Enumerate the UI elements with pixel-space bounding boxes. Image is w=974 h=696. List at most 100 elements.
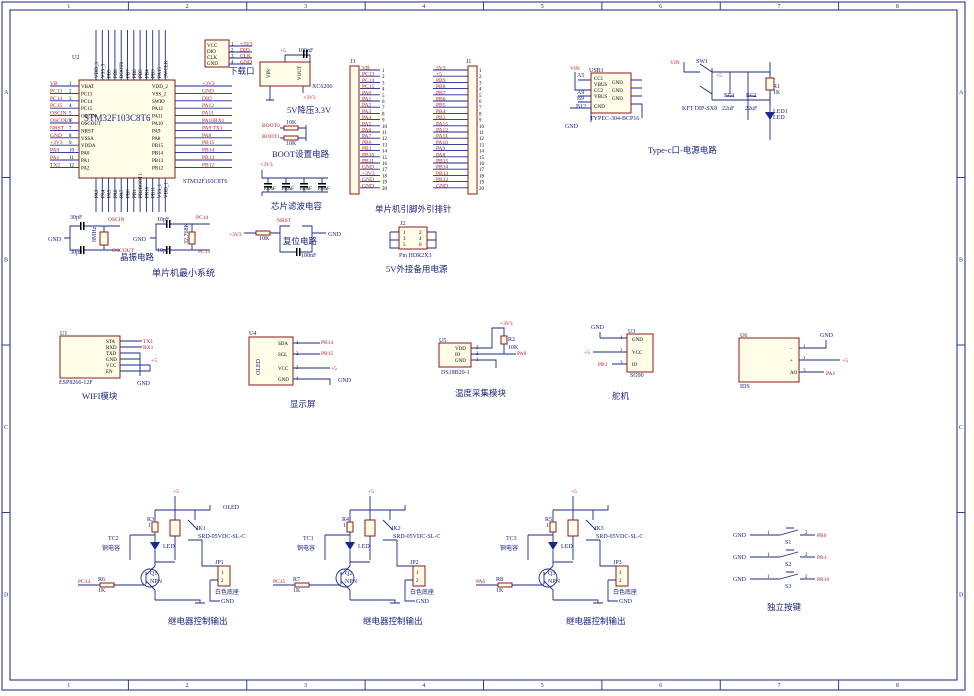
header-net: PC14 (362, 78, 374, 84)
typec-label: GND (565, 124, 579, 130)
relay-transistor (335, 568, 355, 588)
reset-cap: 100nF (301, 253, 317, 259)
relay-led-symbol (345, 542, 355, 550)
header-pin-num: 2 (479, 75, 482, 80)
p5-pin-num: 3 (403, 237, 406, 242)
boot-label-0: BOOT0 (262, 123, 280, 129)
u6-part: IDS (740, 384, 750, 390)
button-pin: 1 (767, 531, 770, 536)
p5-title: 5V外接备用电源 (386, 264, 448, 274)
mcu-pin-bottom: VSS_1 (158, 183, 163, 198)
typec-label: 22uF (722, 106, 735, 112)
header-net: PB3 (436, 115, 446, 121)
relay-tc: TC1 (303, 536, 314, 542)
relay-load: 白色底座 (613, 588, 637, 596)
ruler-col-bottom: 4 (422, 683, 425, 689)
oled-net-gnd: GND (338, 378, 352, 384)
mcu-pin-bottom: PB2BOOT1 (139, 173, 144, 198)
typec-label: B12 (576, 104, 586, 110)
mcu-net-right: PB15 (202, 140, 214, 146)
relay-vcc: +5 (173, 489, 179, 495)
xtal-c3: 10pF (157, 217, 170, 223)
relay-led: LED (358, 544, 370, 550)
header-net: PA8 (436, 152, 446, 158)
oled-pin: SCL (278, 353, 287, 358)
button-gnd: GND (733, 555, 747, 561)
mcu-pin-bottom: PB11 (152, 187, 157, 198)
download-net: CLK (240, 54, 251, 60)
ruler-row-right: A (959, 90, 964, 96)
wifi-body (59, 335, 121, 379)
download-pin: VCC (207, 44, 218, 49)
relay-rled: R4 (342, 517, 349, 523)
oled-title: 显示屏 (290, 399, 316, 409)
header-pin-num: 6 (382, 100, 385, 105)
header-pin-num: 9 (382, 119, 385, 124)
header-pin-num: 11 (479, 131, 484, 136)
filter-net: +3V3 (260, 162, 273, 168)
header-pin-num: 8 (479, 112, 482, 117)
typec-label: B9 (577, 96, 584, 102)
download-pin: GND (207, 62, 218, 67)
wifi-ref: U1 (60, 331, 67, 337)
mcu-net-right: PB14 (202, 148, 214, 154)
relay-gnd: GND (416, 599, 430, 605)
filter-cap-value: 100nF (281, 187, 294, 192)
filter-cap-plate (300, 183, 308, 185)
button-gnd: GND (733, 577, 747, 583)
header-pin-num: 1 (479, 69, 482, 74)
p5-pin-num: 1 (403, 231, 406, 236)
oled-pin: VCC (278, 367, 289, 372)
wifi-net-gnd: GND (137, 381, 151, 387)
mcu-pin-left: PC15 (81, 107, 93, 112)
reset-title: 复位电路 (283, 236, 318, 246)
relay-jk: JK1 (196, 526, 206, 532)
mcu-pin-top: PB4 (145, 69, 150, 78)
temp-body (438, 342, 472, 368)
relay-jk: JK3 (594, 526, 604, 532)
relay-vcc: +5 (571, 489, 577, 495)
wifi-pin: RXD (106, 346, 117, 351)
download-net: GND (240, 60, 252, 66)
p5-pin-num: 6 (419, 243, 422, 248)
ruler-col-top: 7 (777, 4, 780, 10)
header-net: PB13 (436, 171, 448, 177)
header-net: PB11 (362, 159, 374, 165)
servo-pin: VCC (632, 351, 643, 356)
u6-pin-num: 1 (803, 345, 806, 350)
button-ref: S3 (785, 584, 791, 590)
relay-coil (567, 519, 579, 537)
header-net: PA12 (436, 128, 448, 134)
j1-body (467, 65, 478, 195)
mcu-net-left: TX2 (50, 162, 60, 168)
wifi-title: WIFI模块 (82, 391, 118, 401)
temp-title: 温度采集模块 (455, 388, 507, 398)
mcu-pin-top: PB8 (114, 69, 119, 78)
relay-part: SRD-05VDC-SL-C (596, 534, 643, 540)
servo-pin: GND (632, 338, 643, 343)
p5-pin-num: 2 (419, 231, 422, 236)
crystal-title: 晶振电路 (120, 252, 155, 262)
ruler-row-right: B (959, 257, 963, 263)
temp-pin-num: 1 (476, 358, 479, 363)
mcu-net-left: OSCIN (50, 111, 67, 117)
header-pin-num: 15 (382, 156, 388, 161)
typec-pin-right: GND (612, 89, 623, 94)
temp-pin-num: 2 (476, 352, 479, 357)
relay-rled: R5 (545, 517, 552, 523)
boot-block: BOOT0 BOOT1 10K 10K BOOT设置电路 (262, 120, 330, 159)
boot-title: BOOT设置电路 (272, 149, 330, 159)
mcu-pin-top: PB7 (127, 69, 132, 78)
typec-pin-right: GND (612, 97, 623, 102)
header-pin-num: 10 (382, 125, 388, 130)
header-pin-num: 4 (382, 88, 385, 93)
header-pin-num: 7 (479, 106, 482, 111)
relay-npn: NPN (150, 579, 163, 585)
mcu-pin-top: VSS_3 (101, 63, 106, 78)
mcu-net-left: GND (50, 133, 62, 139)
relay-ctrl: PC15 (273, 579, 285, 585)
